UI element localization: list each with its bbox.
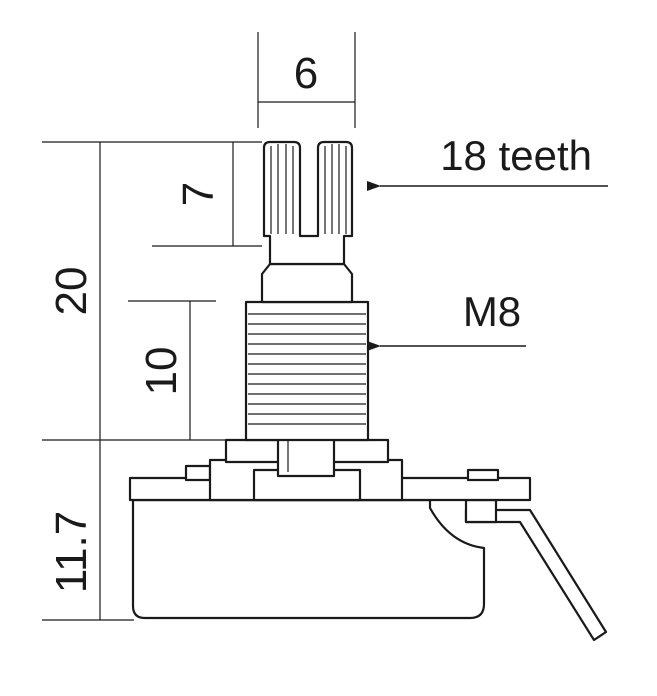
dim-shaft-total-length: 20 — [42, 141, 262, 441]
lug-rivet — [464, 498, 498, 524]
callout-teeth: 18 teeth — [367, 132, 608, 191]
plate-tab-right — [466, 468, 500, 482]
thread-label: M8 — [463, 288, 521, 335]
housing-can — [131, 498, 486, 620]
shaft-total-length-label: 20 — [47, 267, 96, 316]
dim-body-height: 11.7 — [42, 440, 134, 621]
shaft-neck — [260, 262, 354, 304]
knurl-length-label: 7 — [174, 182, 223, 206]
dim-thread-length: 10 — [128, 300, 216, 440]
knurl-lines — [270, 144, 347, 234]
thread-lines — [248, 313, 366, 425]
potentiometer — [128, 140, 608, 642]
callout-thread: M8 — [367, 288, 526, 351]
shaft-diameter-label: 6 — [294, 49, 318, 98]
solder-lug — [464, 508, 608, 642]
thread-length-label: 10 — [137, 347, 186, 396]
dim-shaft-diameter: 6 — [257, 32, 356, 128]
dim-knurl-length: 7 — [152, 142, 262, 247]
plate-tab-left — [184, 464, 212, 482]
threaded-bushing — [244, 300, 370, 442]
teeth-label: 18 teeth — [440, 132, 592, 179]
body-height-label: 11.7 — [47, 511, 96, 593]
